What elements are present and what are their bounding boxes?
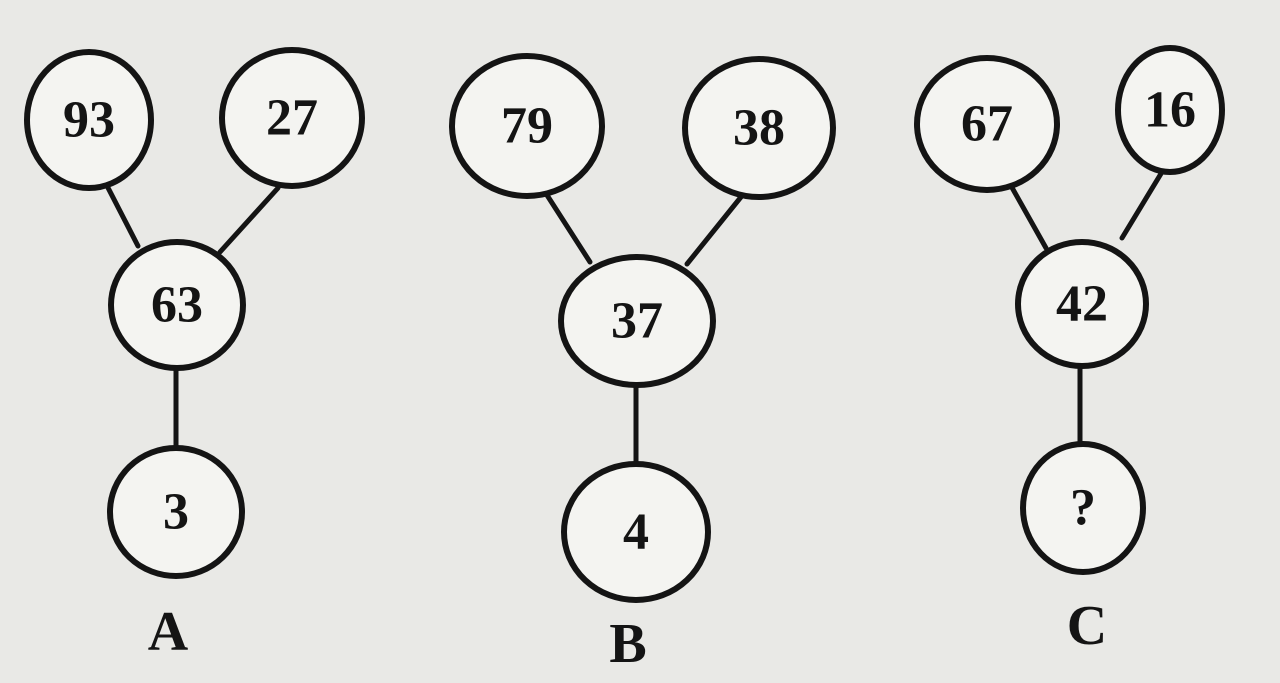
connector-c-right xyxy=(1119,169,1165,241)
connector-b-left xyxy=(542,189,593,265)
node-a-top-right: 27 xyxy=(219,47,365,189)
node-c-bottom-value: ? xyxy=(1070,480,1096,537)
node-b-middle: 37 xyxy=(558,254,716,388)
connector-b-right xyxy=(684,189,748,267)
panel-a: 93 27 63 3 A xyxy=(24,47,365,663)
node-c-middle-value: 42 xyxy=(1056,276,1108,333)
node-a-bottom-value: 3 xyxy=(163,484,189,541)
node-b-bottom-value: 4 xyxy=(623,504,649,561)
connector-a-left xyxy=(100,175,141,249)
node-b-top-left: 79 xyxy=(449,53,605,199)
node-a-middle-value: 63 xyxy=(151,277,203,334)
panel-a-label: A xyxy=(148,601,189,663)
connector-a-right xyxy=(217,185,281,255)
panel-b: 79 38 37 4 B xyxy=(449,53,836,675)
node-c-top-right-value: 16 xyxy=(1144,82,1196,139)
node-c-top-left: 67 xyxy=(914,55,1060,193)
node-a-top-left-value: 93 xyxy=(63,92,115,149)
panel-b-label: B xyxy=(609,613,646,675)
node-b-bottom: 4 xyxy=(561,461,711,603)
node-b-top-right: 38 xyxy=(682,56,836,200)
node-c-bottom: ? xyxy=(1020,441,1146,575)
panel-c-label: C xyxy=(1067,595,1107,657)
node-c-top-right: 16 xyxy=(1115,45,1225,175)
node-a-top-left: 93 xyxy=(24,49,154,191)
connector-c-left xyxy=(1007,181,1049,251)
node-c-top-left-value: 67 xyxy=(961,96,1013,153)
node-a-bottom: 3 xyxy=(107,445,245,579)
panel-c: 67 16 42 ? C xyxy=(914,45,1225,657)
node-c-middle: 42 xyxy=(1015,239,1149,369)
node-b-middle-value: 37 xyxy=(611,293,663,350)
node-b-top-left-value: 79 xyxy=(501,98,553,155)
node-a-top-right-value: 27 xyxy=(266,90,318,147)
node-a-middle: 63 xyxy=(108,239,246,371)
node-b-top-right-value: 38 xyxy=(733,100,785,157)
